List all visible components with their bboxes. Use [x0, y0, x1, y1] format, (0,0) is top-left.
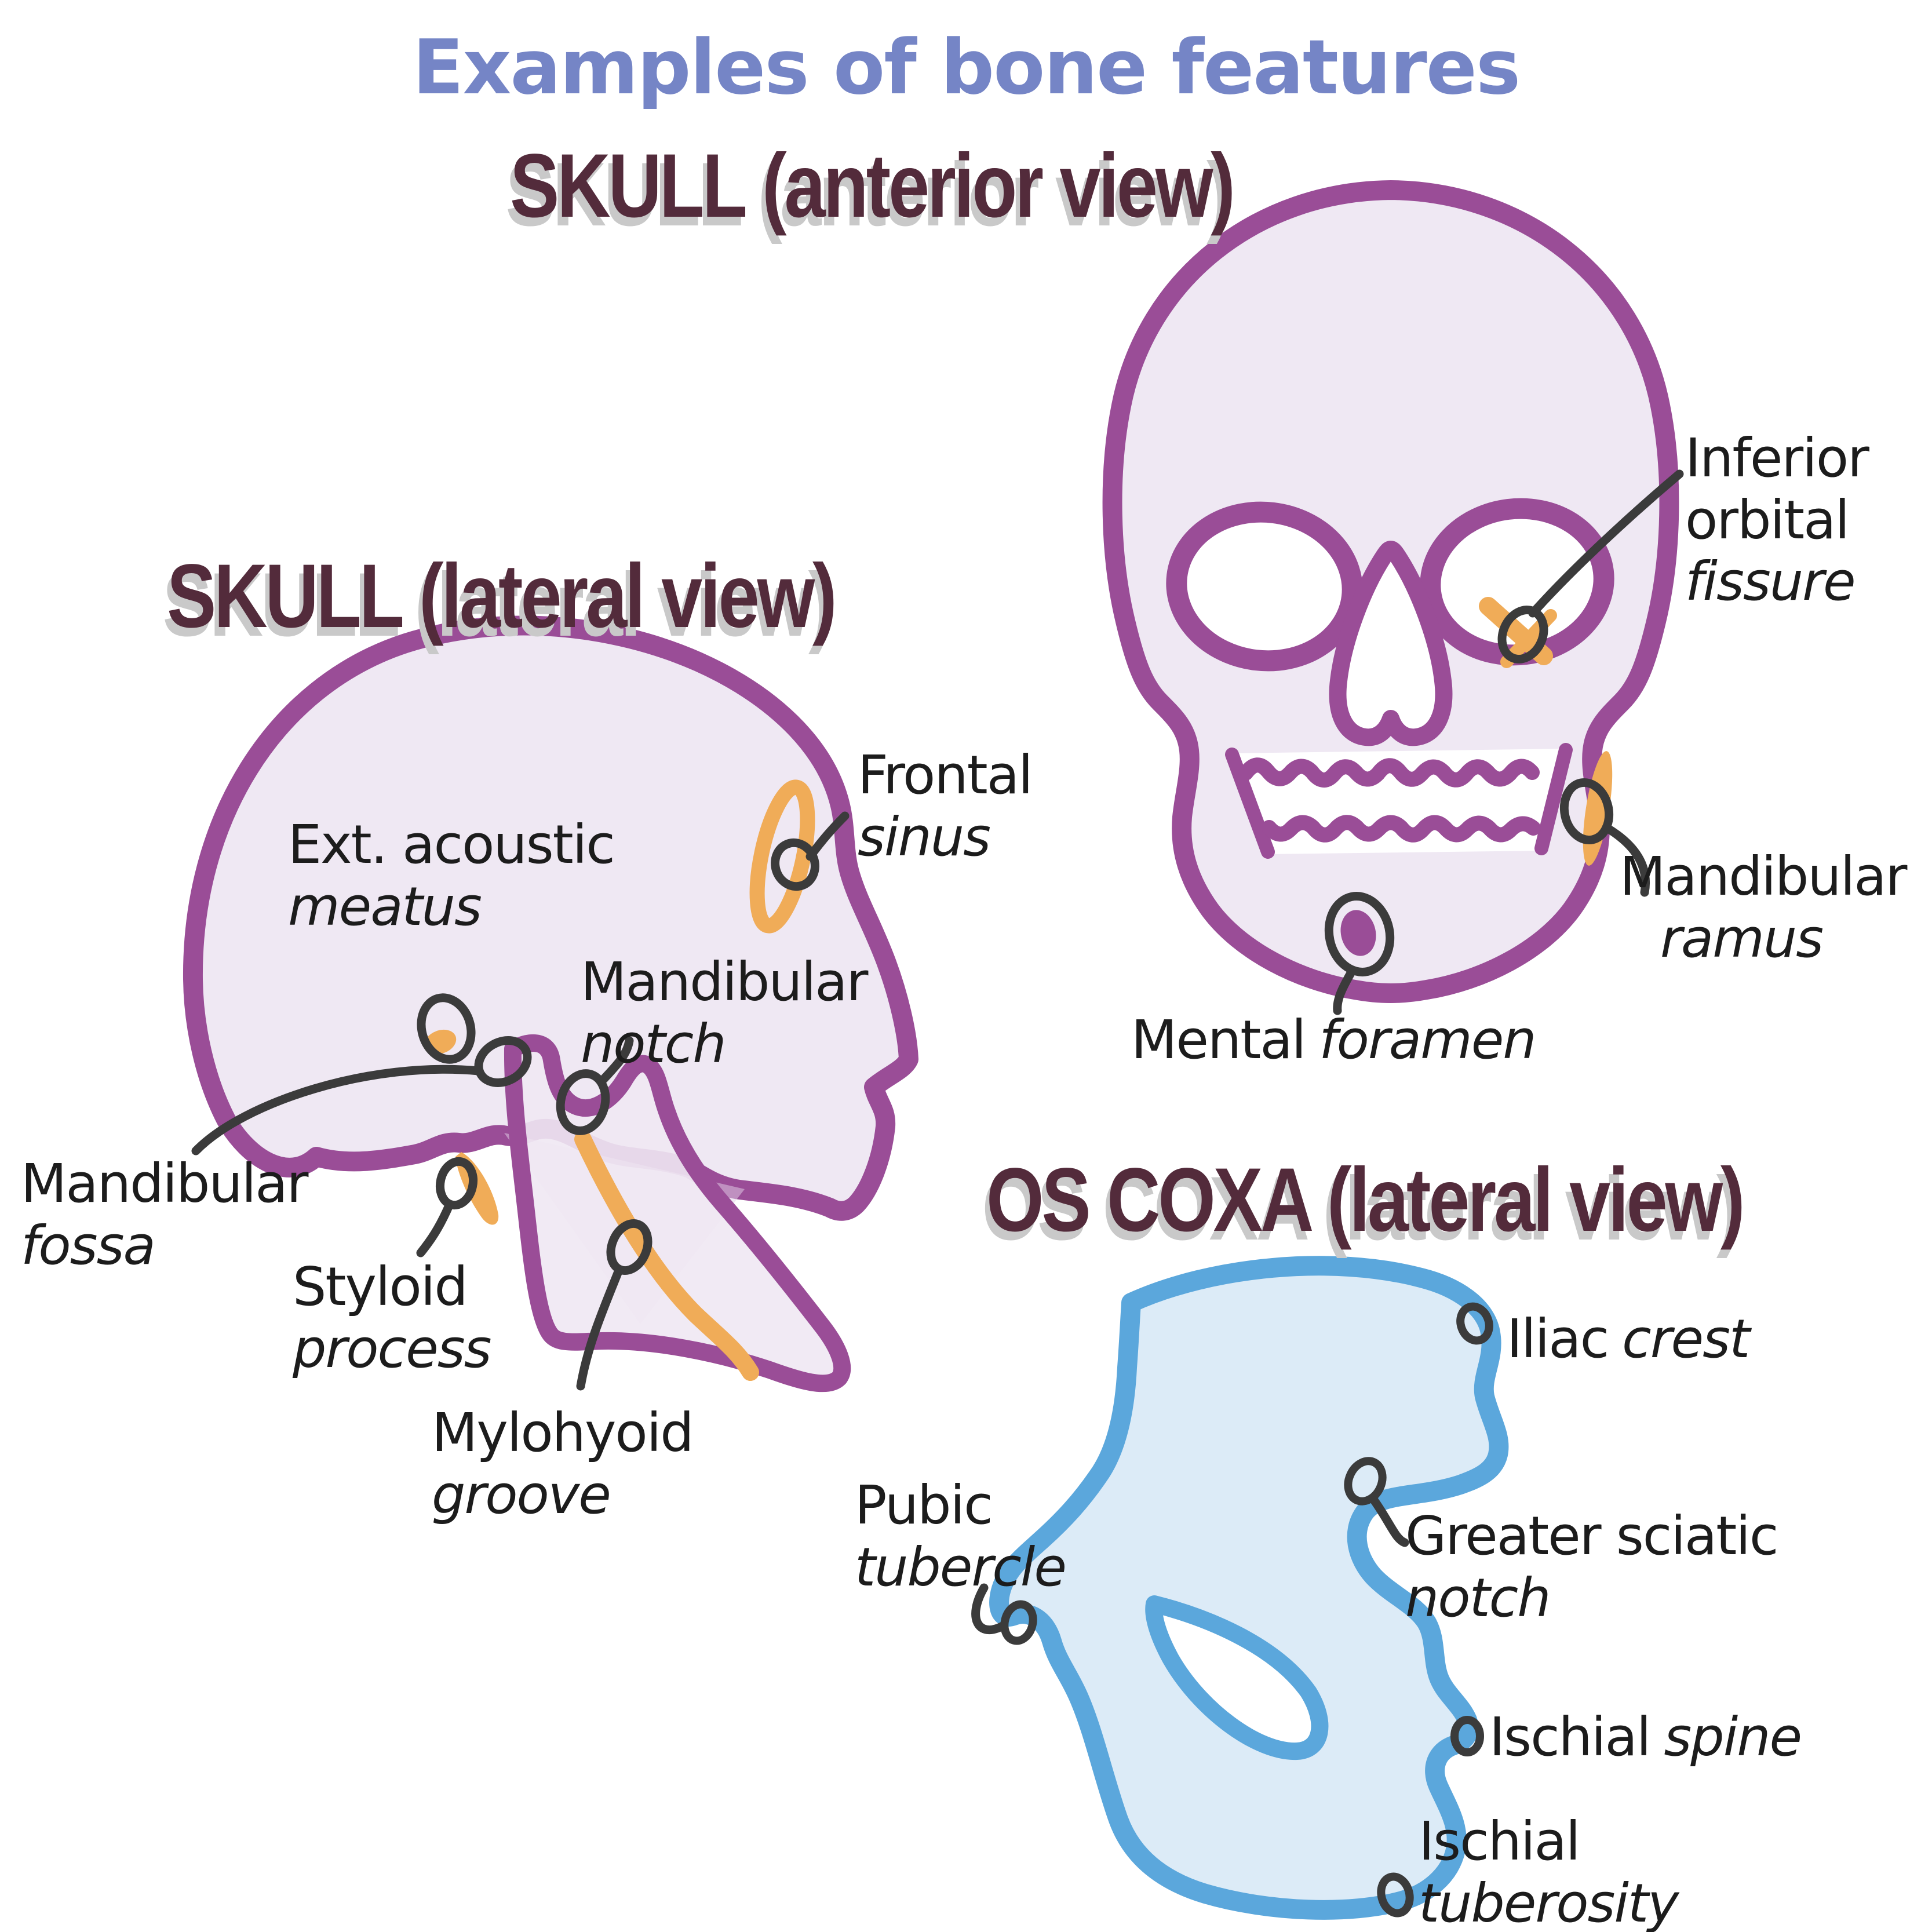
page-title: Examples of bone features: [412, 23, 1521, 111]
label-pubic-tubercle: Pubic tubercle: [855, 1474, 1067, 1598]
os-coxa-outline: [989, 1256, 1509, 1920]
label-mandibular-notch: Mandibular notch: [581, 951, 868, 1075]
obturator-foramen: [1145, 1595, 1329, 1760]
greater-sciatic-notch-leader: [1370, 1496, 1409, 1547]
mandibular-ramus-leader: [1602, 823, 1650, 897]
styloid-process-leader: [416, 1200, 454, 1257]
acoustic-meatus-ring: [417, 993, 476, 1064]
ischial-spine-ring: [1450, 1716, 1484, 1756]
label-ext-acoustic-meatus: Ext. acoustic meatus: [288, 814, 615, 938]
label-mandibular-fossa: Mandibular fossa: [21, 1153, 308, 1277]
mandibular-notch-leader: [599, 1036, 634, 1084]
mylohyoid-groove-highlight: [574, 1131, 759, 1381]
mental-foramen-ring: [1324, 892, 1395, 976]
lateral-cranium-outline: [183, 615, 918, 1221]
mental-foramen-dot: [1340, 910, 1376, 956]
frontal-sinus-highlight: [749, 779, 815, 934]
heading-os-coxa: OS COXA (lateral view): [986, 1150, 1745, 1251]
nasal-aperture: [1329, 541, 1453, 746]
label-mylohyoid-groove: Mylohyoid groove: [432, 1402, 694, 1526]
label-styloid-process: Styloid process: [293, 1256, 492, 1380]
iliac-crest-ring: [1456, 1302, 1493, 1345]
mental-foramen-leader: [1333, 965, 1357, 1015]
ischial-tuberosity-ring: [1377, 1872, 1414, 1918]
styloid-process-ring: [435, 1157, 478, 1210]
label-mandibular-ramus: Mandibular ramus: [1620, 845, 1907, 969]
pubic-tubercle-ring: [1000, 1600, 1037, 1645]
mouth-side-left: [1225, 748, 1275, 859]
label-inferior-orbital-fissure: Inferior orbital fissure: [1685, 427, 1869, 613]
anterior-skull-drawing: [1102, 180, 1679, 1003]
leader-lines: [191, 469, 1684, 1918]
label-ischial-tuberosity: Ischial tuberosity: [1419, 1810, 1679, 1932]
label-greater-sciatic-notch: Greater sciatic notch: [1405, 1505, 1778, 1629]
mandibular-notch-ring: [556, 1069, 610, 1135]
label-frontal-sinus: Frontal sinus: [858, 744, 1033, 868]
frontal-sinus-leader: [805, 811, 850, 861]
heading-skull-anterior: SKULL (anterior view): [510, 136, 1235, 236]
mouth-side-right: [1534, 743, 1573, 855]
os-coxa-drawing: [989, 1256, 1509, 1920]
heading-skull-lateral: SKULL (lateral view): [167, 546, 837, 647]
mylohyoid-groove-leader: [576, 1266, 624, 1391]
pubic-tubercle-leader: [971, 1583, 1007, 1634]
upper-teeth: [1238, 757, 1540, 788]
left-orbit: [1166, 501, 1363, 672]
mandibular-fossa-leader: [191, 1065, 483, 1155]
greater-sciatic-notch-ring: [1344, 1457, 1387, 1505]
mandibular-ramus-ring: [1559, 778, 1614, 845]
inferior-orbital-fissure-leader: [1528, 469, 1684, 618]
lower-teeth: [1262, 815, 1541, 843]
